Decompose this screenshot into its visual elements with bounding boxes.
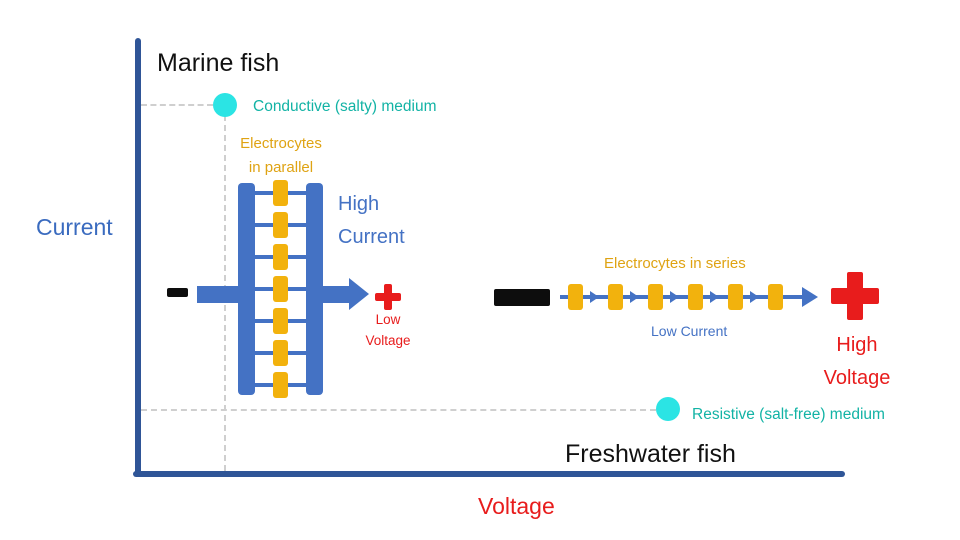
low-current-label: Low Current: [651, 323, 728, 339]
current-out-arrow-icon: [323, 286, 349, 303]
high-voltage-label: High Voltage: [823, 334, 891, 389]
y-axis-label: Current: [36, 214, 113, 240]
parallel-busbar-right: [306, 183, 323, 395]
low-voltage-label: Low Voltage: [365, 312, 411, 348]
marine-title: Marine fish: [157, 49, 280, 77]
parallel-busbar-left: [238, 183, 255, 395]
saltfree-medium-dot-icon: [656, 397, 680, 421]
plus-terminal-icon: [375, 284, 401, 310]
y-axis-line: [135, 38, 141, 476]
current-out-arrowhead-icon: [349, 278, 369, 310]
electrocyte-cell-icon: [273, 244, 288, 270]
electrocyte-cell-icon: [273, 276, 288, 302]
current-direction-arrow-icon: [590, 291, 599, 303]
high-current-label: High Current: [338, 193, 405, 248]
electrocyte-cell-icon: [648, 284, 663, 310]
current-direction-arrow-icon: [670, 291, 679, 303]
electrocyte-cell-icon: [273, 180, 288, 206]
parallel-electrocytes: [238, 180, 323, 398]
electrocyte-cell-icon: [768, 284, 783, 310]
salty-medium-dot-icon: [213, 93, 237, 117]
marine-medium-label: Conductive (salty) medium: [253, 98, 437, 115]
series-arrowhead-icon: [802, 287, 818, 307]
plus-horizontal-bar: [375, 293, 401, 301]
freshwater-medium-label: Resistive (salt-free) medium: [692, 406, 885, 423]
electrocyte-cell-icon: [608, 284, 623, 310]
x-axis-label: Voltage: [478, 493, 555, 519]
electrocyte-cell-icon: [273, 372, 288, 398]
series-wire: [560, 295, 802, 299]
parallel-electrocytes-label: Electrocytes in parallel: [240, 135, 322, 176]
current-direction-arrow-icon: [710, 291, 719, 303]
current-in-arrow-icon: [197, 286, 240, 303]
electrocyte-cell-icon: [728, 284, 743, 310]
electrocyte-cell-icon: [273, 212, 288, 238]
x-axis-line: [133, 471, 845, 477]
electrocyte-cell-icon: [688, 284, 703, 310]
electrocyte-cell-icon: [568, 284, 583, 310]
freshwater-title: Freshwater fish: [565, 440, 736, 468]
electrocyte-cell-icon: [273, 308, 288, 334]
series-electrocytes-label: Electrocytes in series: [604, 255, 746, 272]
series-electrocytes: [560, 284, 820, 312]
freshwater-guide-horizontal: [141, 409, 656, 411]
plus-horizontal-bar: [831, 288, 879, 304]
minus-terminal-icon: [167, 288, 188, 297]
marine-guide-horizontal: [141, 104, 213, 106]
current-direction-arrow-icon: [750, 291, 759, 303]
plus-terminal-icon: [831, 272, 879, 320]
current-direction-arrow-icon: [630, 291, 639, 303]
electrocyte-cell-icon: [273, 340, 288, 366]
minus-terminal-icon: [494, 289, 550, 306]
